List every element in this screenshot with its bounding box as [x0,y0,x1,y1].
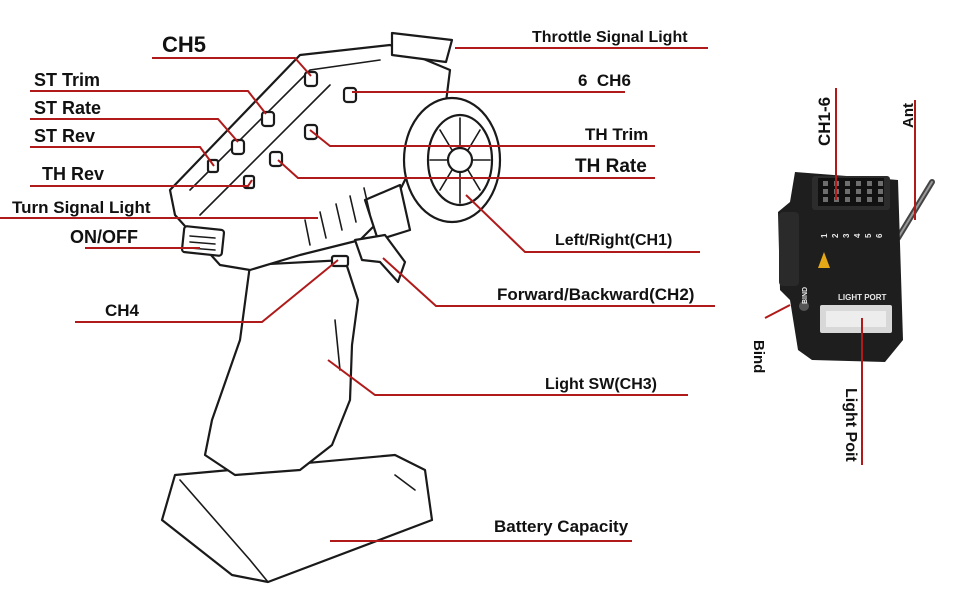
channel-pin-header [818,178,884,206]
header-pin [856,181,861,186]
transmitter-drawing [160,31,502,584]
label-light-sw: Light SW(CH3) [545,376,657,393]
label-th-rate: TH Rate [575,156,647,177]
header-pin [845,189,850,194]
label-ant: Ant [900,103,917,128]
transmitter-leader-lines [0,47,715,542]
label-th-rev: TH Rev [42,164,104,184]
brand-logo-icon [818,252,830,268]
label-throttle-signal-light: Throttle Signal Light [532,29,688,46]
label-ch4: CH4 [105,301,140,320]
label-th-trim: TH Trim [585,125,648,144]
header-pin [867,181,872,186]
header-pin [845,197,850,202]
label-st-trim: ST Trim [34,70,100,90]
label-light-poit: Light Poit [842,388,859,462]
label-ch1-6: CH1-6 [815,97,834,146]
channel-number-2: 2 [831,233,840,238]
rx-light-port-text: LIGHT PORT [838,293,887,302]
bind-button[interactable] [799,301,809,311]
header-pin [856,197,861,202]
header-pin [845,181,850,186]
label-ch5: CH5 [162,32,206,57]
header-pin [878,197,883,202]
header-pin [823,197,828,202]
label-turn-signal-light: Turn Signal Light [12,198,151,217]
channel-number-1: 1 [820,233,829,238]
header-pin [878,189,883,194]
header-pin [867,197,872,202]
label-on-off: ON/OFF [70,227,138,247]
receiver-leader-lines [764,88,916,465]
label-left-right: Left/Right(CH1) [555,232,672,249]
receiver-labels: CH1-6 Ant Bind Light Poit [750,97,917,463]
channel-number-6: 6 [875,233,884,238]
label-st-rate: ST Rate [34,98,101,118]
header-pin [823,189,828,194]
label-ch6: 6 CH6 [578,71,631,90]
channel-number-5: 5 [864,233,873,238]
channel-number-3: 3 [842,233,851,238]
label-st-rev: ST Rev [34,126,95,146]
label-battery-capacity: Battery Capacity [494,517,629,536]
header-pin [856,189,861,194]
label-forward-backward: Forward/Backward(CH2) [497,285,694,304]
transmitter-labels: CH5 ST Trim ST Rate ST Rev TH Rev Turn S… [12,29,694,536]
header-pin [867,189,872,194]
rx-bind-text: BIND [802,287,809,304]
header-pin [878,181,883,186]
channel-number-4: 4 [853,233,862,238]
header-pin [823,181,828,186]
label-bind: Bind [750,340,767,373]
